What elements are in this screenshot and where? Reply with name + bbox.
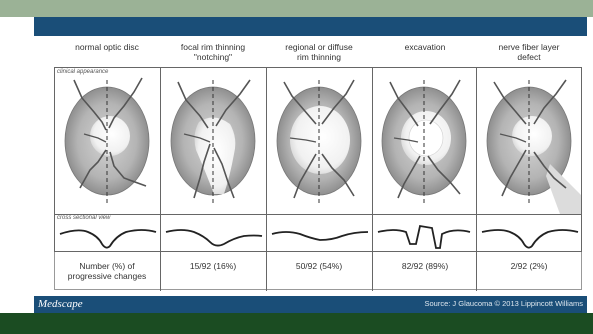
normal-disc-drawing	[65, 78, 149, 203]
optic-disc-figure: normal optic disc focal rim thinning "no…	[54, 38, 582, 290]
cross-section-nerve-fiber	[482, 230, 578, 248]
stat-notching: 15/92 (16%)	[160, 261, 266, 271]
stat-regional-thinning: 50/92 (54%)	[266, 261, 372, 271]
cross-section-regional	[272, 232, 368, 240]
cross-section-excavation	[378, 226, 470, 248]
title-bar	[34, 17, 587, 36]
nerve-fiber-defect-disc-drawing	[487, 80, 582, 214]
disc-illustrations	[54, 38, 582, 290]
excavation-disc-drawing	[382, 80, 466, 203]
top-color-band	[0, 0, 593, 17]
footer-bar: Medscape Source: J Glaucoma © 2013 Lippi…	[34, 296, 587, 313]
notching-disc-drawing	[171, 80, 255, 203]
cross-section-profiles	[60, 226, 578, 248]
stat-nerve-fiber-defect: 2/92 (2%)	[476, 261, 582, 271]
stat-label-progressive-changes: Number (%) of progressive changes	[54, 261, 160, 281]
bottom-color-band	[0, 313, 593, 334]
regional-thinning-disc-drawing	[277, 80, 361, 203]
source-citation: Source: J Glaucoma © 2013 Lippincott Wil…	[424, 299, 583, 308]
stat-excavation: 82/92 (89%)	[372, 261, 478, 271]
medscape-logo[interactable]: Medscape	[38, 298, 83, 310]
cross-section-notching	[166, 230, 262, 246]
cross-section-normal	[60, 230, 156, 248]
